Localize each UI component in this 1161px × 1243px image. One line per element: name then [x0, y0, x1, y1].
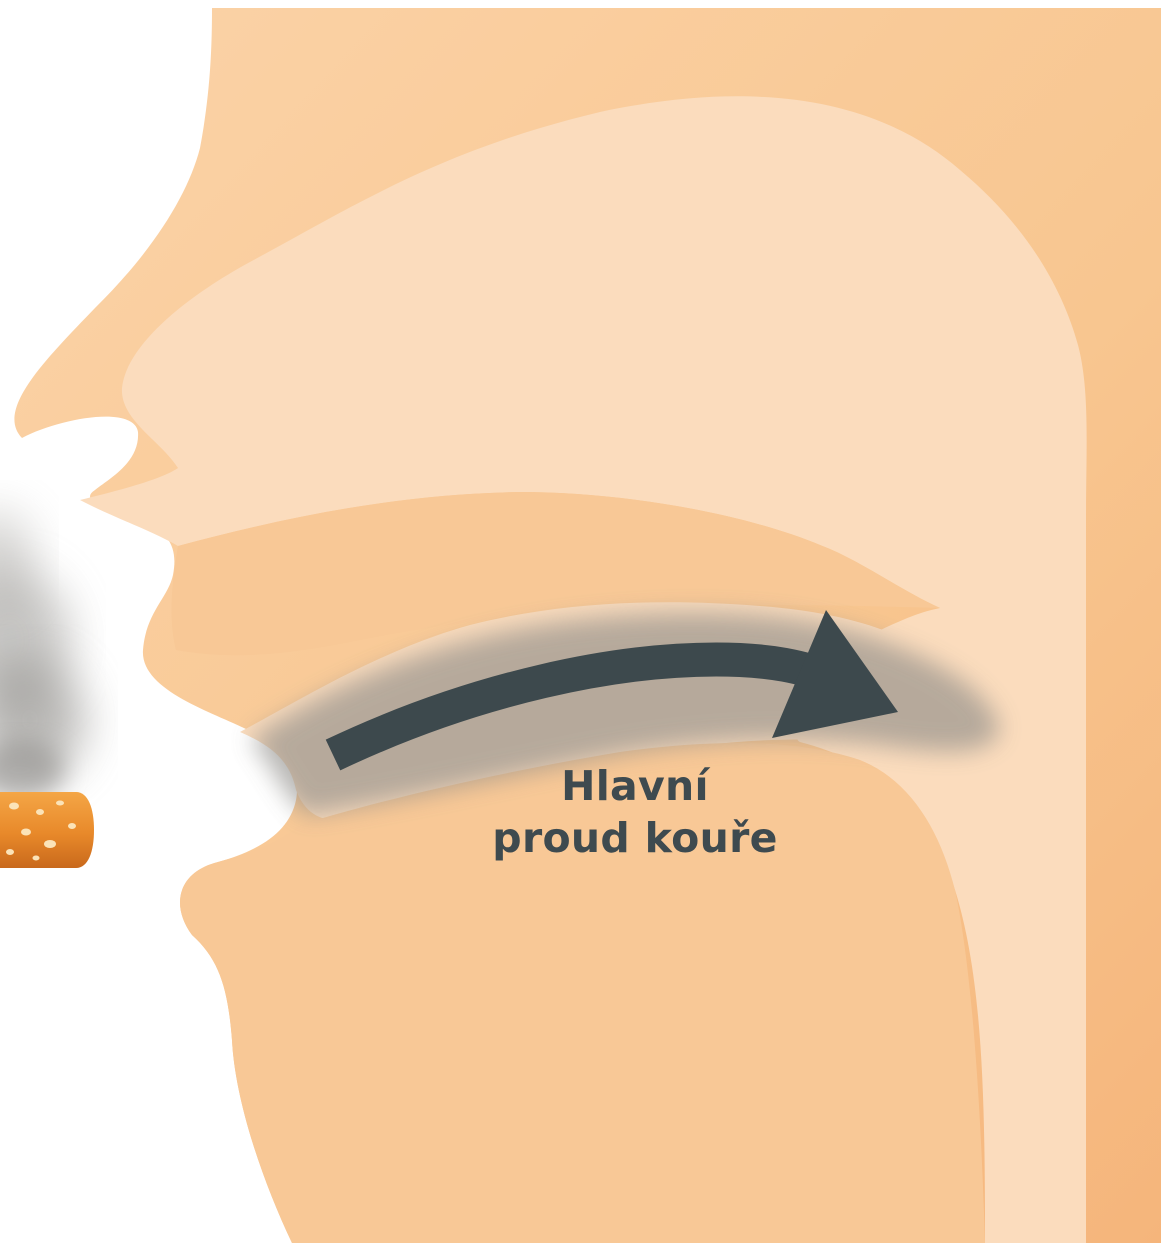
- caption-line-1: Hlavní: [440, 760, 830, 812]
- smoke-cloud: [0, 510, 85, 800]
- cigarette-filter-icon: [0, 792, 94, 868]
- caption-line-2: proud kouře: [440, 812, 830, 864]
- smoke-stream-caption: Hlavní proud kouře: [440, 760, 830, 864]
